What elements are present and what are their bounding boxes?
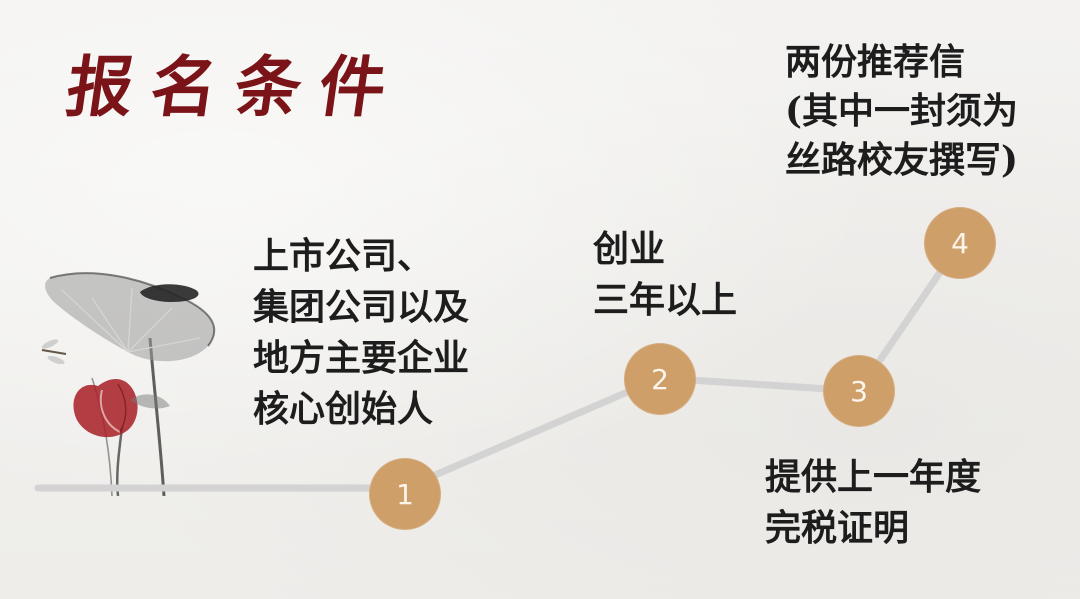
step-3-line: 完税证明 xyxy=(765,507,910,549)
lotus-illustration xyxy=(41,272,216,497)
step-1-description: 上市公司、 集团公司以及 地方主要企业 核心创始人 xyxy=(253,231,469,435)
step-1-line: 上市公司、 xyxy=(253,235,434,277)
step-1-line: 地方主要企业 xyxy=(253,337,470,379)
step-2-line: 创业 xyxy=(593,228,666,270)
step-4-line: (其中一封须为 xyxy=(785,90,1019,132)
dragonfly-icon xyxy=(41,339,67,365)
step-1-line: 集团公司以及 xyxy=(253,286,470,328)
step-4-line: 两份推荐信 xyxy=(785,41,966,83)
step-1-line: 核心创始人 xyxy=(253,388,434,430)
step-2-description: 创业 三年以上 xyxy=(593,224,737,326)
step-3-description: 提供上一年度 完税证明 xyxy=(765,452,981,554)
step-4-line: 丝路校友撰写) xyxy=(785,139,1019,181)
step-3-circle: 3 xyxy=(823,355,895,427)
step-3-line: 提供上一年度 xyxy=(765,456,982,498)
step-1-circle: 1 xyxy=(369,458,441,530)
step-2-line: 三年以上 xyxy=(593,279,738,321)
step-2-circle: 2 xyxy=(624,343,696,415)
step-4-circle: 4 xyxy=(924,207,996,279)
step-4-description: 两份推荐信 (其中一封须为 丝路校友撰写) xyxy=(785,38,1018,185)
